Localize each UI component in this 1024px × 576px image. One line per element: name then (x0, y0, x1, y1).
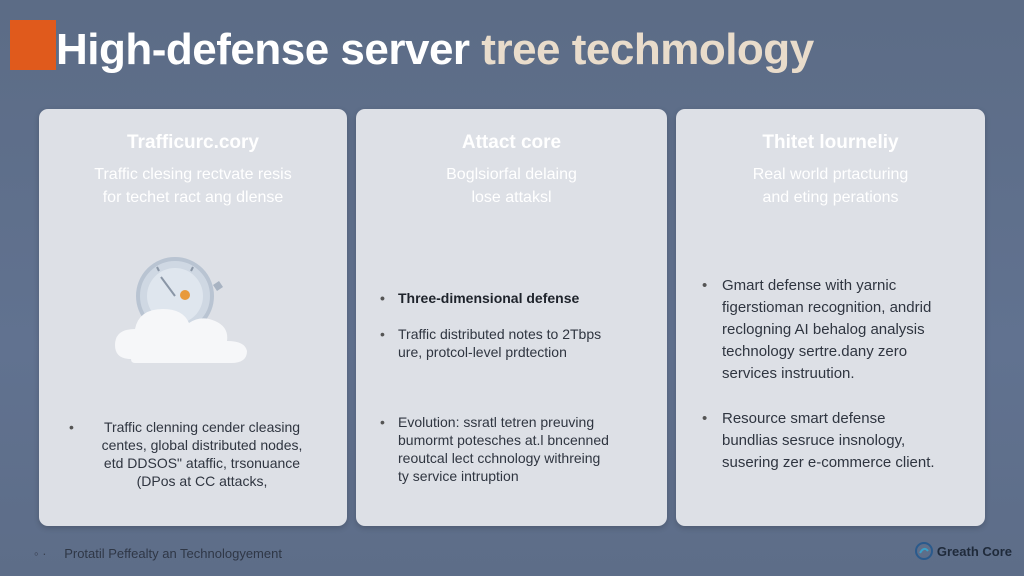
list-item: • Three-dimensional defense (380, 289, 660, 307)
list-item-line: (DPos at CC attacks, (136, 473, 268, 489)
list-item-line: technology sertre.dany zero (722, 343, 908, 360)
list-item-line: susering zer e-commerce client. (722, 454, 935, 471)
card-journey: Thitet lourneliy Real world prtacturing … (676, 109, 985, 526)
list-item: • Gmart defense with yarnic figerstioman… (702, 275, 977, 385)
list-item-line: figerstioman recognition, andrid (722, 299, 932, 316)
bullet-dot: • (702, 277, 708, 294)
card-subtitle: Real world prtacturing and eting peratio… (696, 163, 965, 209)
list-item: • Evolution: ssratl tetren preuving bumo… (380, 413, 660, 485)
footer-bullet-icon: ◦ · (34, 546, 47, 561)
card-subtitle: Boglsiorfal delaing lose attaksl (376, 163, 647, 209)
list-item-line: reclogning AI behalog analysis (722, 321, 925, 338)
list-item-line: bumormt potesches at.l bncenned (398, 432, 609, 448)
bullet-dot: • (380, 326, 385, 342)
bullet-dot: • (380, 414, 385, 430)
list-item-line: Evolution: ssratl tetren preuving (398, 414, 595, 430)
brand-logo: Greath Core (914, 542, 1012, 560)
cloud-gauge-illustration (115, 257, 247, 363)
page-title: High-defense server tree techmology (56, 22, 814, 78)
card-title: Trafficurc.cory (127, 132, 259, 153)
list-item: • Traffic clenning cender cleasing cente… (67, 418, 337, 490)
brand-icon (914, 542, 933, 560)
list-item-line: ty service intruption (398, 468, 519, 484)
card-subtitle-line: lose attaksl (471, 189, 552, 206)
card-traffic: Trafficurc.cory Traffic clesing rectvate… (39, 109, 347, 526)
card-attack-core: Attact core Boglsiorfal delaing lose att… (356, 109, 667, 526)
list-item-line: Resource smart defense (722, 410, 886, 427)
list-item-line: ure, protcol-level prdtection (398, 344, 567, 360)
accent-square (10, 20, 56, 70)
list-item: • Traffic distributed notes to 2Tbps ure… (380, 325, 660, 361)
footer-caption: ◦ · Protatil Peffealty an Technologyemen… (34, 546, 282, 561)
card-subtitle-line: and eting perations (762, 189, 899, 206)
card-title: Attact core (461, 132, 562, 153)
list-item: • Resource smart defense bundlias sesruc… (702, 408, 977, 474)
list-item-line: Gmart defense with yarnic (722, 277, 897, 294)
page-title-accent: tree techmology (481, 25, 814, 74)
card-subtitle-line: Traffic clesing rectvate resis (94, 166, 292, 183)
card-subtitle: Traffic clesing rectvate resis for teche… (59, 163, 327, 209)
list-item-line: reoutcal lect cchnology withreing (398, 450, 601, 466)
bullet-dot: • (380, 290, 385, 306)
list-item-line: bundlias sesruce insnology, (722, 432, 906, 449)
footer-text: Protatil Peffealty an Technologyement (64, 546, 282, 561)
cloud-icon (115, 309, 247, 363)
card-title: Thitet lourneliy (762, 132, 899, 153)
card-subtitle-line: for techet ract ang dlense (102, 189, 284, 206)
bullet-dot: • (702, 410, 708, 427)
list-item-line: etd DDSOS" ataffic, trsonuance (103, 455, 301, 471)
page-title-main: High-defense server (56, 25, 470, 74)
list-item-line: services instruution. (722, 365, 855, 382)
card-subtitle-line: Boglsiorfal delaing (446, 166, 577, 183)
list-item-line: Three-dimensional defense (398, 290, 580, 306)
list-item-line: centes, global distributed nodes, (101, 437, 303, 453)
card-subtitle-line: Real world prtacturing (752, 166, 909, 183)
list-item-line: Traffic distributed notes to 2Tbps (398, 326, 602, 342)
list-item-line: Traffic clenning cender cleasing (103, 419, 301, 435)
bullet-dot: • (69, 419, 74, 435)
gear-icon (213, 281, 223, 291)
brand-name: Greath Core (936, 543, 1012, 559)
